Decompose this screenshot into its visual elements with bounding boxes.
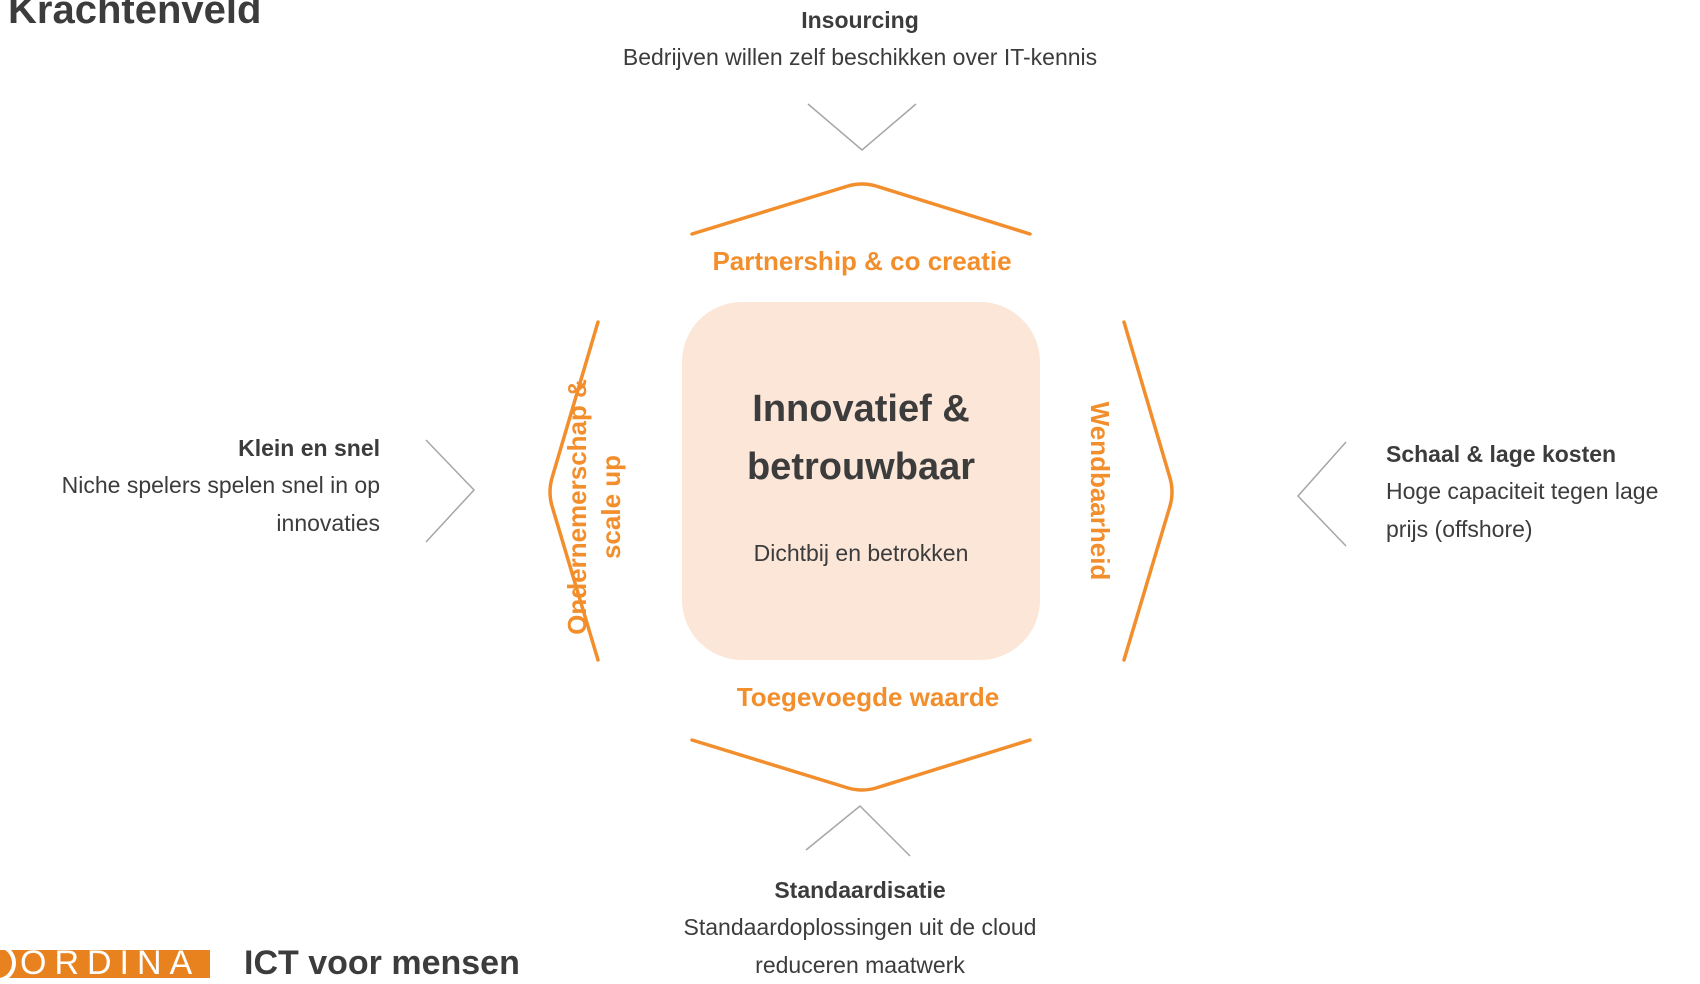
center-title-line1: Innovatief & — [752, 388, 970, 430]
force-bottom-line1: Standaardoplossingen uit de cloud — [683, 914, 1037, 940]
force-left-title: Klein en snel — [238, 435, 380, 461]
side-label-left-line2: scale up — [596, 454, 626, 560]
force-right: Schaal & lage kosten Hoge capaciteit teg… — [1386, 436, 1700, 548]
side-label-top: Partnership & co creatie — [712, 246, 1012, 276]
chevron-left-icon — [1296, 441, 1347, 547]
center-box — [682, 302, 1040, 660]
center-title-line2: betrouwbaar — [746, 446, 976, 488]
force-top-title: Insourcing — [801, 7, 919, 33]
force-right-line2: prijs (offshore) — [1386, 516, 1533, 542]
side-label-bottom: Toegevoegde waarde — [736, 682, 1000, 712]
bracket-right — [1122, 320, 1174, 662]
logo-text: ORDINA — [20, 944, 201, 982]
chevron-up-icon — [805, 804, 911, 857]
bracket-left — [548, 320, 600, 662]
force-left: Klein en snel Niche spelers spelen snel … — [0, 430, 380, 542]
center-title: Innovatief & betrouwbaar — [682, 380, 1040, 496]
force-right-line1: Hoge capaciteit tegen lage — [1386, 478, 1659, 504]
ordina-logo — [0, 950, 210, 978]
force-left-line1: Niche spelers spelen snel in op — [61, 472, 380, 498]
side-label-left-line1: Ondernemerschap & — [562, 379, 592, 635]
force-left-line2: innovaties — [276, 510, 380, 536]
chevron-down-icon — [807, 103, 917, 151]
bracket-top — [690, 182, 1032, 236]
bracket-bottom — [690, 738, 1032, 792]
tagline: ICT voor mensen — [244, 944, 520, 982]
side-label-right: Wendbaarheid — [1085, 401, 1115, 581]
side-label-left: Ondernemerschap & scale up — [560, 347, 630, 667]
center-subtitle: Dichtbij en betrokken — [753, 540, 969, 566]
force-bottom: Standaardisatie Standaardoplossingen uit… — [560, 872, 1160, 984]
force-bottom-line2: reduceren maatwerk — [755, 952, 965, 978]
chevron-right-icon — [425, 439, 476, 543]
page-title: Krachtenveld — [8, 0, 262, 32]
force-bottom-title: Standaardisatie — [774, 877, 946, 903]
force-right-title: Schaal & lage kosten — [1386, 441, 1617, 467]
force-top-description: Bedrijven willen zelf beschikken over IT… — [622, 44, 1098, 70]
force-top: Insourcing Bedrijven willen zelf beschik… — [560, 2, 1160, 76]
